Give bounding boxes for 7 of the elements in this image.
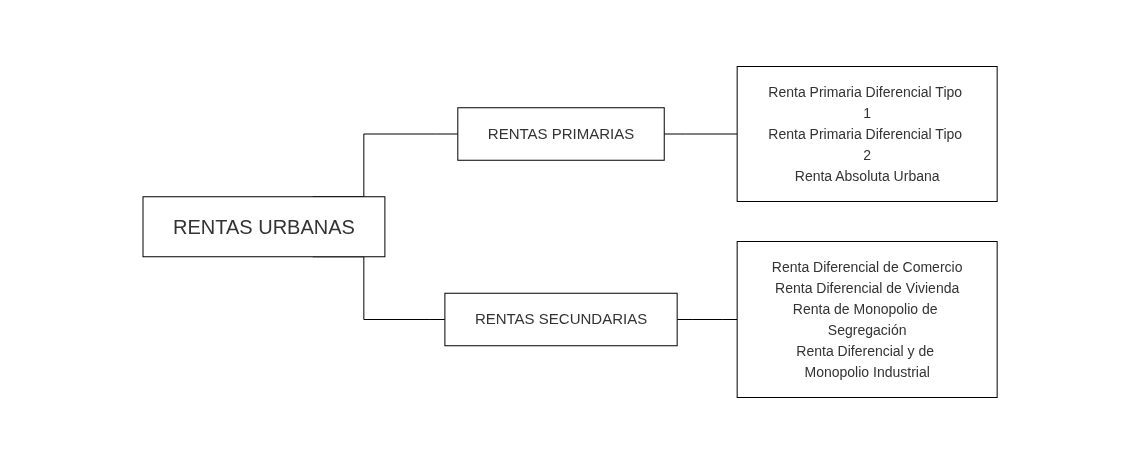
node-box: Renta Diferencial de Comercio Renta Diferencial de Vivienda Renta de Monopolio de Segregación Renta Diferencial y de Monopolio Industrial [737, 241, 999, 398]
node-box: RENTAS SECUNDARIAS [444, 292, 679, 347]
node-box: RENTAS PRIMARIAS [457, 107, 666, 161]
node-box: Renta Primaria Diferencial Tipo 1 Renta Primaria Diferencial Tipo 2 Renta Absoluta Urbana [737, 66, 999, 202]
connector [664, 133, 739, 135]
node-box: RENTAS URBANAS [142, 196, 386, 258]
connector [677, 319, 739, 320]
